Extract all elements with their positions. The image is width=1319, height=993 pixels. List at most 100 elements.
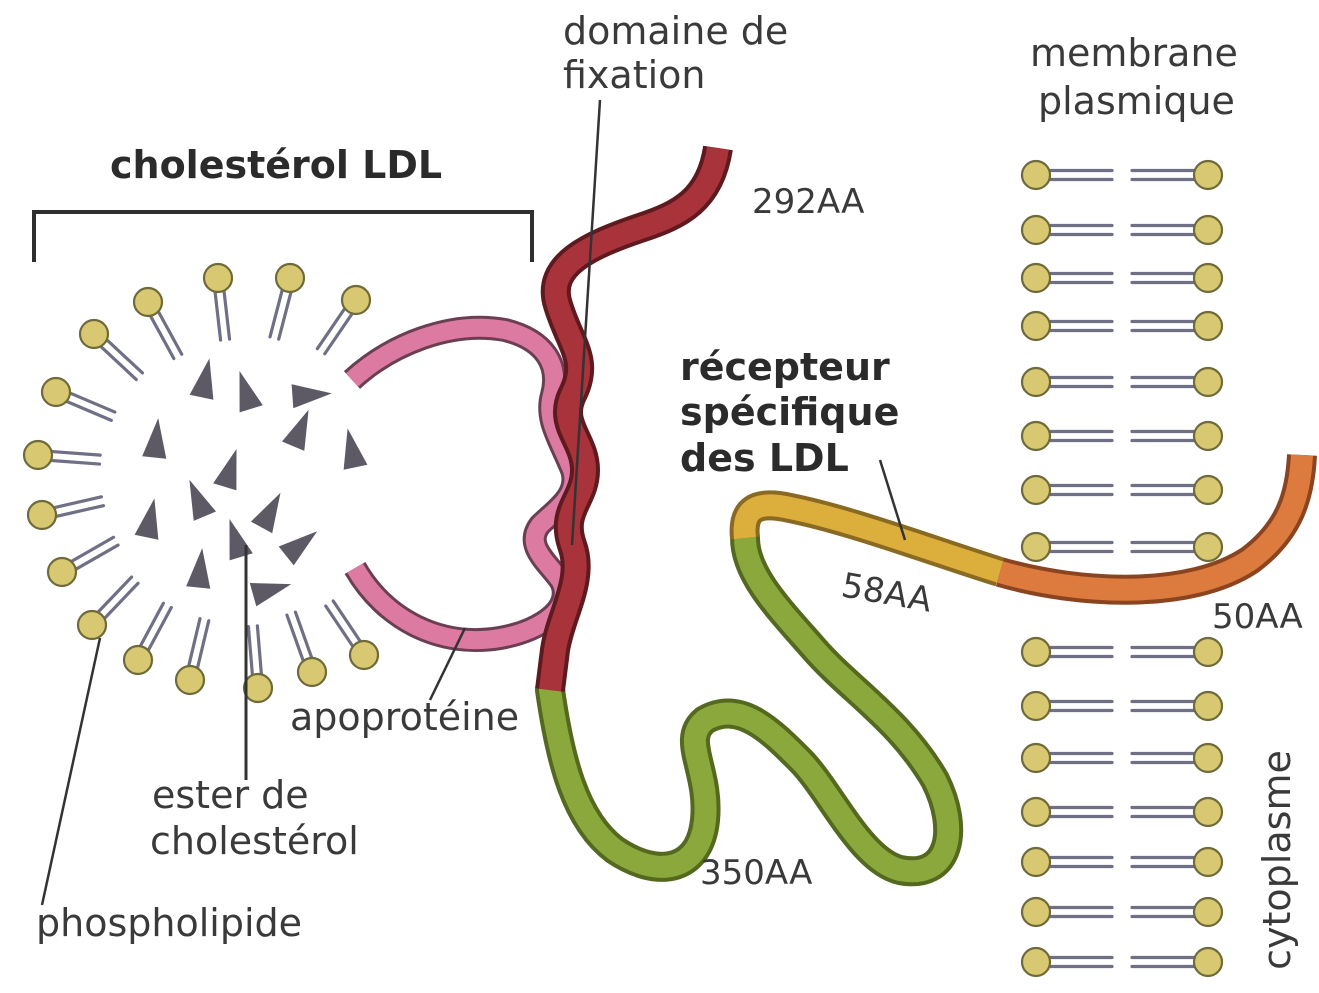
lipid-head <box>1194 368 1222 396</box>
membrane-lipid-inner <box>1132 161 1222 189</box>
ldl-phospholipid <box>270 264 304 339</box>
ldl-phospholipid <box>317 286 370 354</box>
membrane-lipid-inner <box>1132 638 1222 666</box>
lipid-head <box>1022 368 1050 396</box>
membrane-lipid-inner <box>1132 692 1222 720</box>
lipid-head <box>1194 533 1222 561</box>
ester-triangle <box>344 428 368 469</box>
membrane-lipid-outer <box>1022 533 1112 561</box>
receptor-label-3: des LDL <box>680 436 849 480</box>
lipid-tail <box>52 461 100 465</box>
ester-triangle <box>282 410 309 451</box>
ldl-phospholipid <box>287 612 326 686</box>
lipid-tail <box>159 312 182 354</box>
membrane-lipid-inner <box>1132 216 1222 244</box>
label-50aa: 50AA <box>1212 597 1303 637</box>
lipid-head <box>1194 312 1222 340</box>
receptor-label-1: récepteur <box>680 345 890 389</box>
ester-triangle <box>292 384 332 408</box>
ldl-phospholipid-shell <box>24 264 378 702</box>
apoprotein <box>352 328 574 640</box>
lipid-head <box>1022 312 1050 340</box>
lipid-tail <box>55 497 102 508</box>
lipid-head <box>1194 848 1222 876</box>
lipid-head <box>298 658 326 686</box>
ldl-phospholipid <box>24 441 100 469</box>
membrane-lipid-inner <box>1132 898 1222 926</box>
ester-triangle <box>189 480 216 521</box>
membrane-lipid-outer <box>1022 638 1112 666</box>
ldl-phospholipid <box>78 577 138 639</box>
lipid-head <box>80 320 108 348</box>
binding-domain-label-1: domaine de <box>563 9 788 53</box>
membrane-lipid-outer <box>1022 161 1112 189</box>
membrane-lipid-outer <box>1022 264 1112 292</box>
membrane-lipid-inner <box>1132 798 1222 826</box>
lipid-head <box>1022 264 1050 292</box>
leader-phospholipid <box>42 638 100 905</box>
ester-triangle <box>240 371 263 412</box>
lipid-tail <box>248 627 252 675</box>
lipid-tail <box>287 615 303 660</box>
membrane-lipid-outer <box>1022 848 1112 876</box>
lipid-head <box>1194 744 1222 772</box>
lipid-head <box>1022 216 1050 244</box>
ester-triangle <box>251 493 281 534</box>
lipid-head <box>176 666 204 694</box>
ldl-phospholipid <box>326 601 378 669</box>
lipid-head <box>1022 533 1050 561</box>
lipid-tail <box>72 537 114 561</box>
lipid-head <box>1194 264 1222 292</box>
lipid-head <box>1022 744 1050 772</box>
lipid-head <box>350 641 378 669</box>
ldl-phospholipid <box>244 626 272 702</box>
membrane-lipid-outer <box>1022 312 1112 340</box>
ester-triangle <box>230 519 253 560</box>
membrane-lipid-inner <box>1132 422 1222 450</box>
lipid-head <box>78 611 106 639</box>
ester-triangle <box>135 498 159 539</box>
membrane-lipid-inner <box>1132 848 1222 876</box>
lipid-tail <box>295 612 311 657</box>
lipid-head <box>1194 948 1222 976</box>
membrane-lipid-inner <box>1132 368 1222 396</box>
membrane-lipid-outer <box>1022 368 1112 396</box>
lipid-head <box>1022 948 1050 976</box>
membrane-lipid-outer <box>1022 798 1112 826</box>
ldl-title: cholestérol LDL <box>110 143 442 187</box>
lipid-head <box>342 286 370 314</box>
ester-triangle <box>213 449 236 490</box>
lipid-head <box>1194 898 1222 926</box>
receptor-label-2: spécifique <box>680 390 899 434</box>
lipid-head <box>124 646 152 674</box>
lipid-head <box>48 558 76 586</box>
ester-label-1: ester de <box>152 773 309 817</box>
ldl-phospholipid <box>80 320 142 380</box>
lipid-head <box>276 264 304 292</box>
membrane-label-1: membrane <box>1030 31 1238 75</box>
lipid-head <box>1022 638 1050 666</box>
membrane-label-2: plasmique <box>1038 79 1235 123</box>
lipid-head <box>1022 898 1050 926</box>
membrane-lipid-outer <box>1022 898 1112 926</box>
receptor-segment-50aa-outline <box>1000 455 1302 590</box>
binding-domain-label-2: fixation <box>563 53 706 97</box>
phospholipid-label: phospholipide <box>36 901 302 945</box>
ldl-phospholipid <box>134 288 182 359</box>
membrane-lipid-inner <box>1132 264 1222 292</box>
membrane-lipid-outer <box>1022 422 1112 450</box>
lipid-head <box>1194 476 1222 504</box>
ester-triangle <box>186 548 210 589</box>
ldl-phospholipid <box>124 603 171 674</box>
lipid-head <box>1022 161 1050 189</box>
lipid-tail <box>76 545 118 569</box>
label-58aa: 58AA <box>838 565 934 620</box>
membrane-lipid-outer <box>1022 744 1112 772</box>
ldl-phospholipid <box>176 619 209 694</box>
ldl-phospholipid <box>48 537 118 586</box>
lipid-tail <box>151 316 174 358</box>
lipid-head <box>244 674 272 702</box>
lipid-tail <box>149 608 172 650</box>
